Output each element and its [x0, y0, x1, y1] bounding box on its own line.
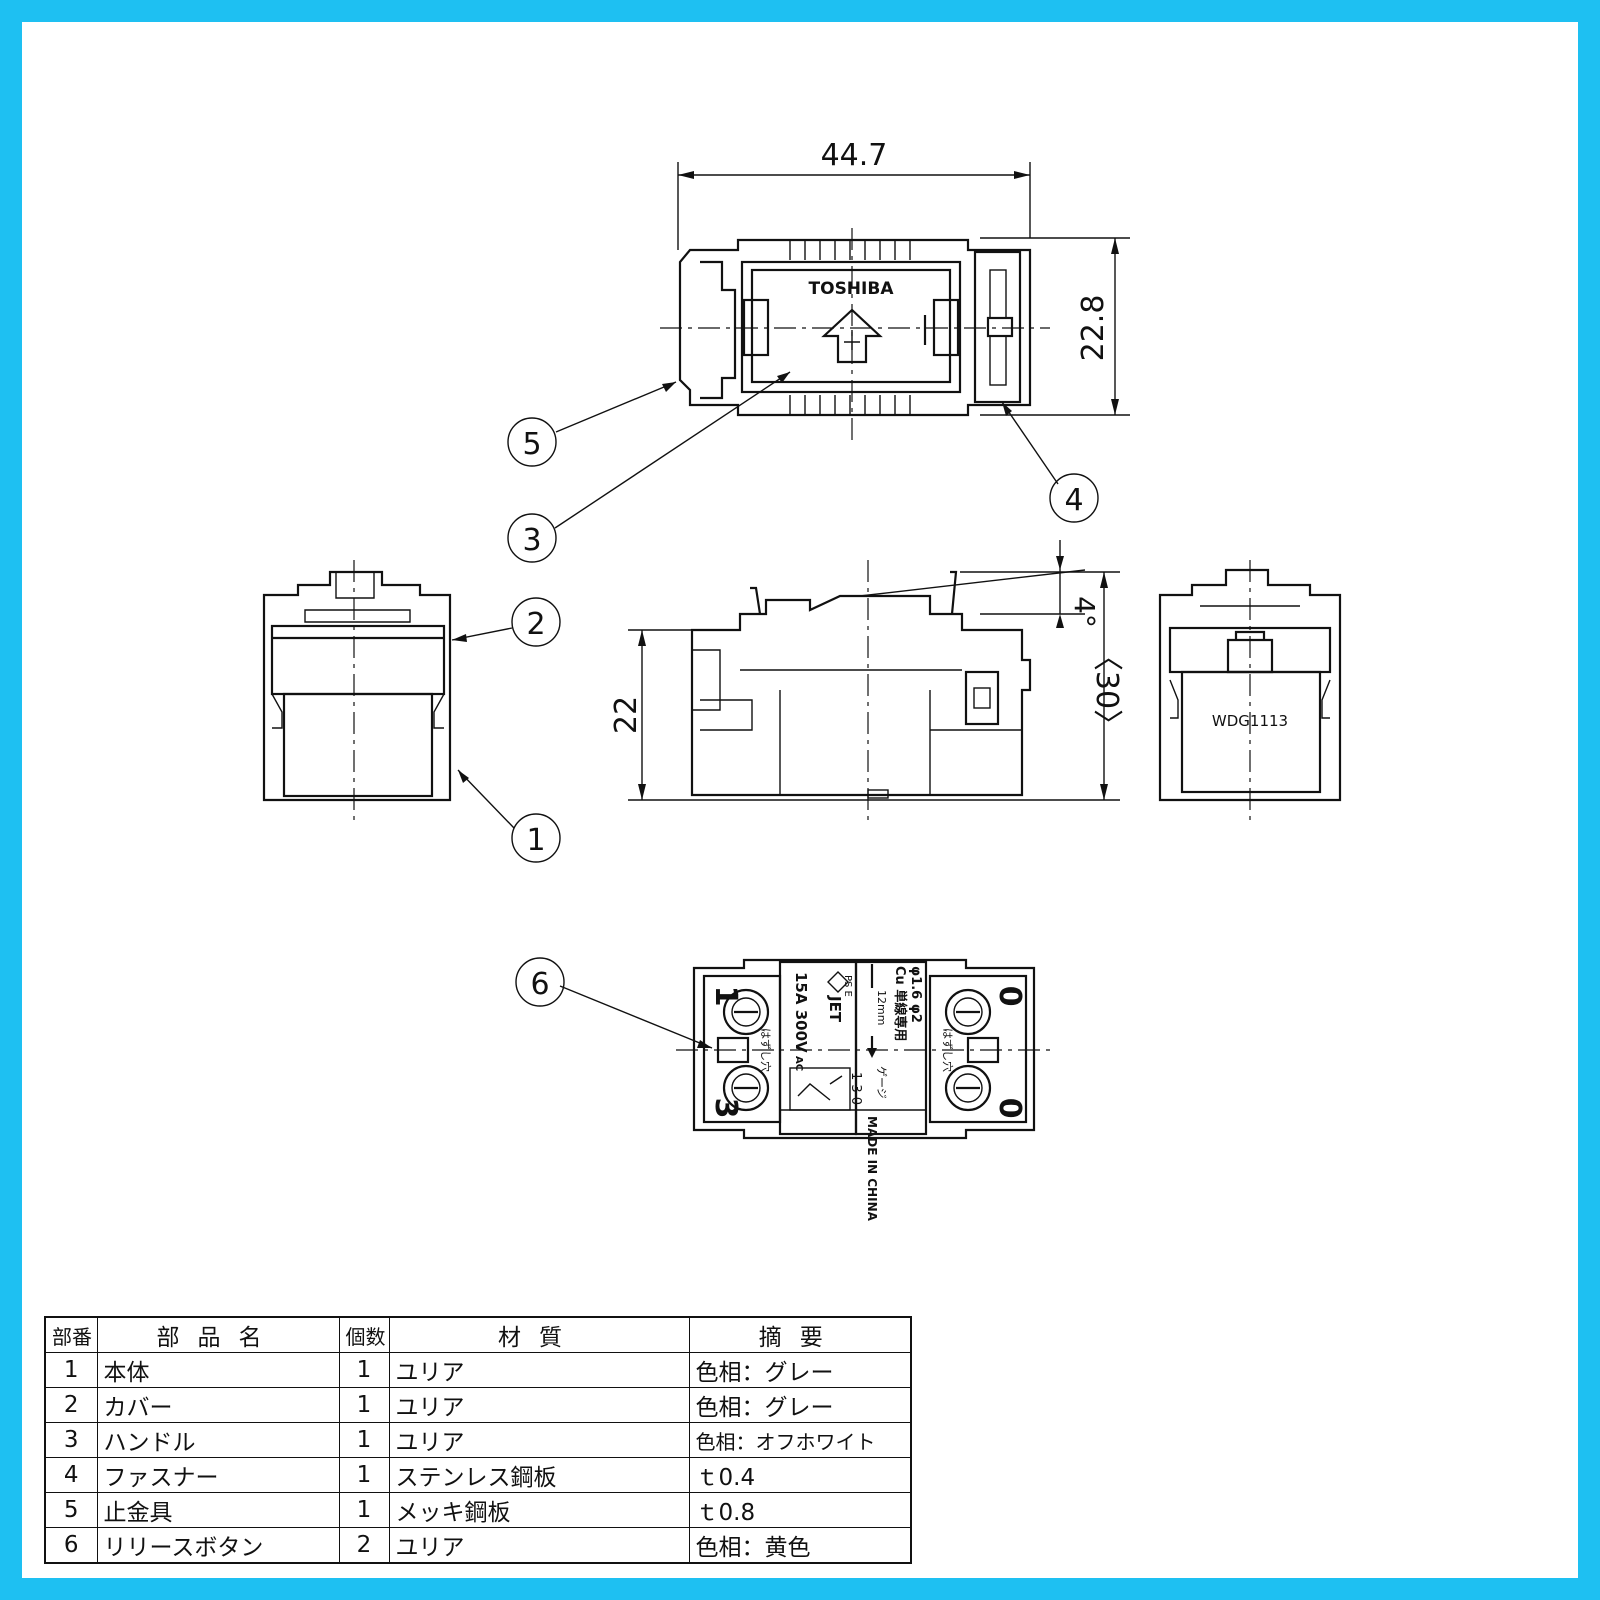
- strip-length-text: 12mm: [875, 990, 888, 1025]
- dim-angle-label: 4°: [1068, 596, 1101, 628]
- gauge-text: ゲージ: [875, 1066, 888, 1099]
- svg-text:2: 2: [526, 607, 545, 642]
- rating-text: 15A 300V: [792, 972, 810, 1053]
- terminal-label-3: 3: [708, 1098, 743, 1119]
- table-row: 1 本体 1 ユリア 色相：グレー: [44, 1352, 912, 1388]
- release-hole-label-left: はずし穴: [759, 1028, 773, 1072]
- header-part-name: 部品名: [96, 1316, 340, 1353]
- header-material: 材質: [388, 1316, 690, 1353]
- table-row: 5 止金具 1 メッキ鋼板 ｔ0.8: [44, 1492, 912, 1528]
- callout-3: 3: [507, 371, 791, 563]
- ps-e-mark: PS E: [842, 975, 853, 997]
- table-row: 4 ファスナー 1 ステンレス鋼板 ｔ0.4: [44, 1457, 912, 1493]
- svg-text:1: 1: [526, 823, 545, 858]
- made-in-text: MADE IN CHINA: [865, 1116, 879, 1222]
- svg-text:6: 6: [530, 967, 549, 1002]
- callout-2: 2: [451, 597, 561, 647]
- rear-view: WDG1113: [1158, 560, 1342, 820]
- callout-5: 5: [507, 381, 677, 467]
- terminal-label-0-bottom: 0: [992, 1098, 1027, 1119]
- brand-logo-text: TOSHIBA: [809, 279, 895, 299]
- dim-30-label: 〈30〉: [1089, 641, 1124, 739]
- terminal-label-1: 1: [708, 986, 743, 1007]
- jet-mark: JET: [826, 995, 844, 1023]
- rating-ac-text: AC: [793, 1056, 804, 1071]
- wire-size-text: φ1.6 φ2: [908, 966, 923, 1023]
- table-header-row: 部番 部品名 個数 材質 摘要: [44, 1316, 912, 1353]
- header-part-no: 部番: [44, 1316, 98, 1353]
- table-row: 3 ハンドル 1 ユリア 色相：オフホワイト: [44, 1422, 912, 1458]
- svg-text:5: 5: [522, 427, 541, 462]
- bottom-view: 1 3 0 0 はずし穴 はずし穴 PS E 15A 300V AC JET 1…: [676, 958, 1052, 1222]
- callout-6: 6: [515, 957, 713, 1049]
- dim-width-label: 44.7: [821, 138, 888, 173]
- table-row: 6 リリースボタン 2 ユリア 色相：黄色: [44, 1527, 912, 1564]
- front-view: [262, 560, 452, 820]
- circuit-labels: 1 3 0: [848, 1072, 863, 1105]
- svg-text:3: 3: [522, 523, 541, 558]
- svg-text:4: 4: [1064, 483, 1083, 518]
- header-note: 摘要: [688, 1316, 912, 1353]
- callout-1: 1: [457, 769, 561, 863]
- wire-note-text: Cu 単線専用: [892, 966, 908, 1041]
- callout-4: 4: [1001, 401, 1099, 523]
- dim-height-label: 22.8: [1076, 295, 1111, 362]
- parts-table: 部番 部品名 個数 材質 摘要 1 本体 1 ユリア 色相：グレー 2 カバー …: [44, 1316, 912, 1564]
- top-view: 44.7 22.8 TOSHIBA: [660, 138, 1130, 440]
- release-hole-label-right: はずし穴: [941, 1028, 955, 1072]
- side-view: 22 〈30〉 4°: [609, 540, 1124, 820]
- table-row: 2 カバー 1 ユリア 色相：グレー: [44, 1387, 912, 1423]
- dim-22-label: 22: [609, 696, 644, 734]
- terminal-label-0-top: 0: [992, 986, 1027, 1007]
- header-qty: 個数: [338, 1316, 390, 1353]
